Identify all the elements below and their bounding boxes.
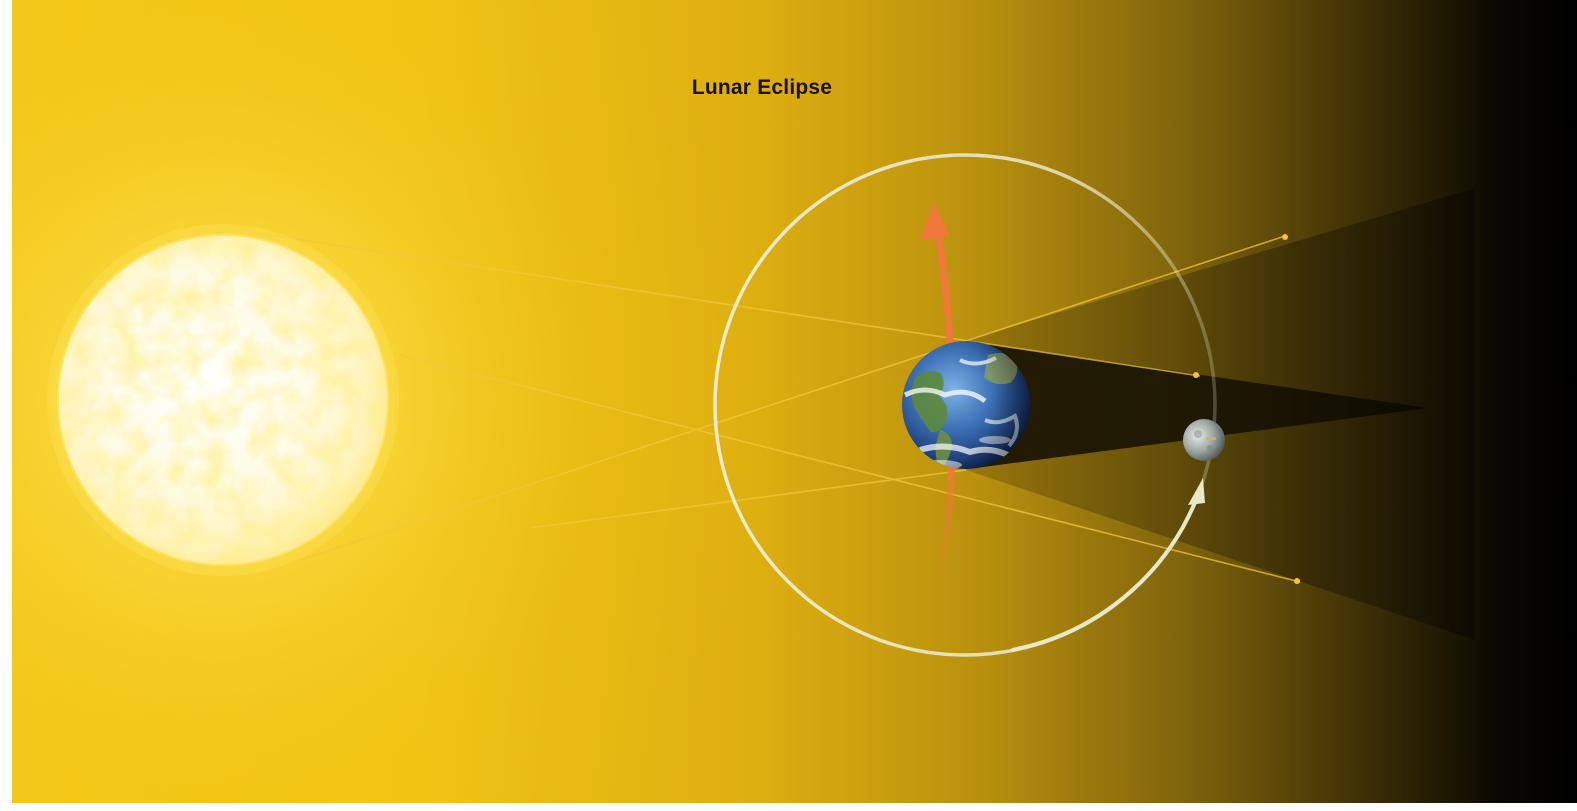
moon-orbit-direction-arrow xyxy=(1011,478,1205,652)
light-rays xyxy=(249,231,1301,583)
diagram-title: Lunar Eclipse xyxy=(691,76,833,99)
moon xyxy=(1183,419,1225,461)
sun xyxy=(47,224,399,576)
moon-orbit xyxy=(713,153,1217,657)
earth-shadow-umbra xyxy=(976,342,1428,468)
earth xyxy=(902,341,1030,469)
ray-markers xyxy=(1193,234,1300,584)
